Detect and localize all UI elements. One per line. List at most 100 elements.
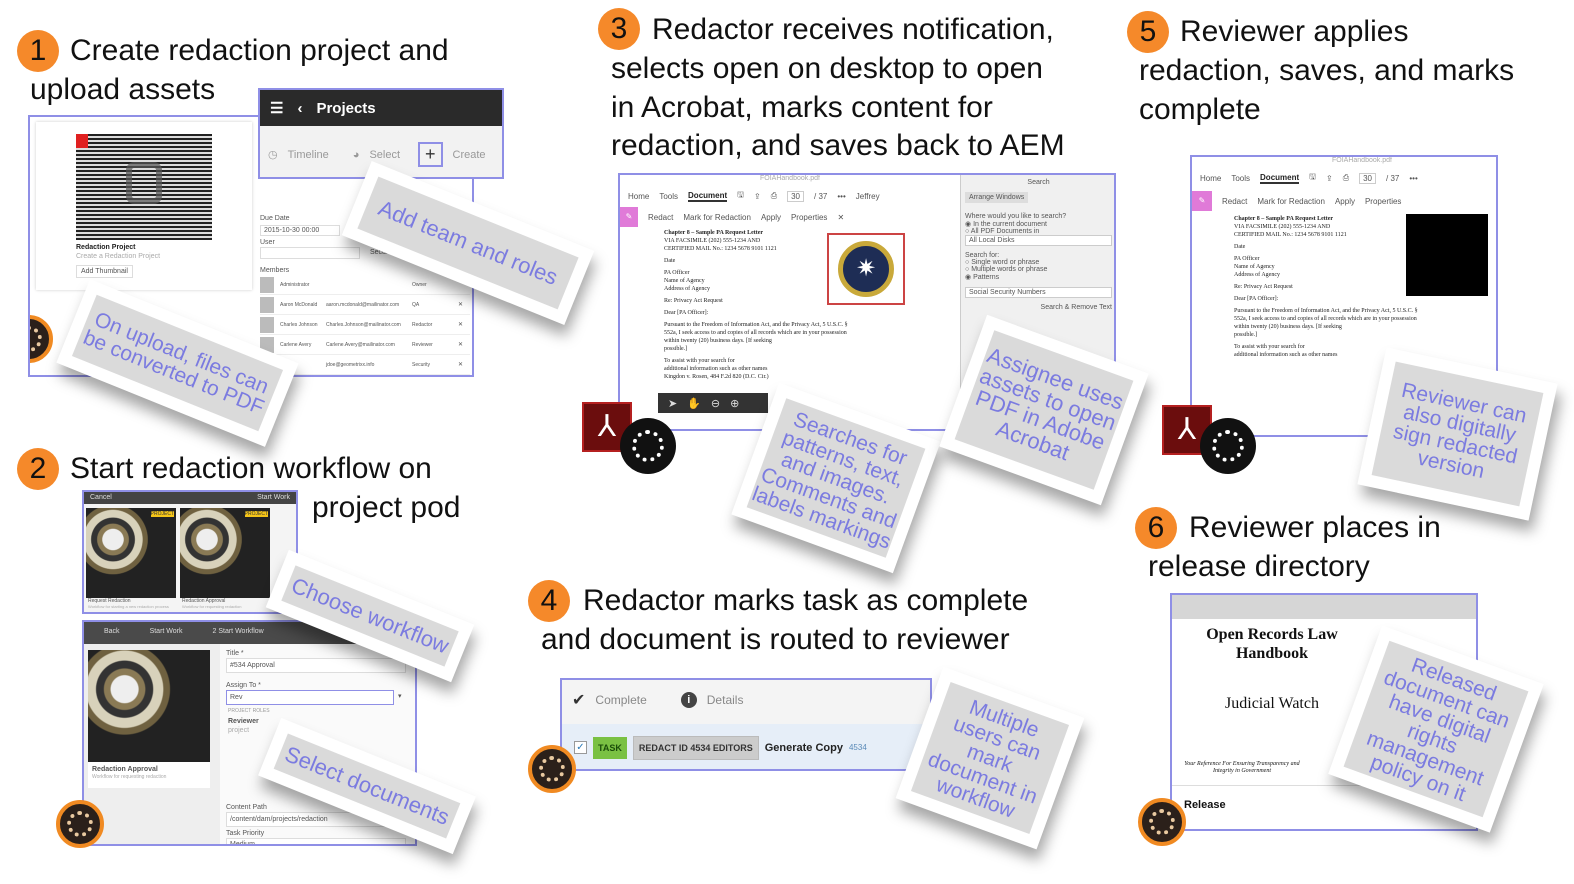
user-name[interactable]: Jeffrey	[855, 191, 880, 201]
search-remove-button[interactable]: Search & Remove Text	[1040, 304, 1112, 311]
remove-member-icon[interactable]: ✕	[458, 362, 464, 368]
seal-star-icon: ✷	[838, 241, 894, 297]
complete-button[interactable]: Complete	[595, 693, 647, 707]
cancel-button[interactable]: Cancel	[90, 494, 112, 501]
save-icon[interactable]: 🖫	[1309, 172, 1316, 181]
remove-member-icon[interactable]: ✕	[458, 342, 464, 348]
radio-single-word[interactable]: ○ Single word or phrase	[965, 259, 1040, 266]
back-chevron-icon[interactable]: ‹	[297, 99, 303, 117]
tab-tools[interactable]: Tools	[659, 191, 679, 201]
workflow-card-request[interactable]: PROJECT	[86, 508, 176, 598]
user-role: Security	[370, 249, 396, 256]
pdf-text-line: Kingdon v. Rosen, 484 F.2d 820 (D.C. Cir…	[664, 374, 769, 380]
radio-all-pdf[interactable]: ○ All PDF Documents in	[965, 228, 1040, 235]
hamburger-menu-icon[interactable]: ☰	[270, 100, 284, 117]
timeline-button[interactable]: Timeline	[287, 148, 329, 161]
tab-tools[interactable]: Tools	[1231, 173, 1251, 183]
checkmark-icon[interactable]: ✔	[572, 692, 586, 709]
apply-button[interactable]: Apply	[760, 212, 781, 222]
properties-button[interactable]: Properties	[790, 212, 828, 222]
avatar	[260, 276, 274, 293]
page-total: / 37	[814, 191, 828, 201]
print-icon[interactable]: ⎙	[1342, 173, 1350, 182]
select-icon[interactable]: ◕	[352, 148, 360, 161]
task-list: ✔ Complete i Details ✓ TASK REDACT ID 4534…	[560, 678, 932, 771]
create-plus-icon[interactable]: +	[418, 142, 443, 167]
zoom-out-icon[interactable]: ⊖	[710, 397, 721, 410]
member-name: Carlene Avery	[280, 341, 312, 348]
more-icon[interactable]: •••	[1409, 173, 1418, 183]
tab-document[interactable]: Document	[1260, 172, 1300, 184]
upload-icon[interactable]: ⇪	[753, 191, 761, 201]
project-card[interactable]: Redaction Project Create a Redaction Pro…	[36, 122, 252, 290]
acrobat-logo-icon: ⅄	[582, 402, 632, 452]
role-option[interactable]: Reviewer	[228, 718, 259, 725]
avatar	[260, 316, 274, 333]
location-select[interactable]: All Local Disks	[965, 235, 1112, 246]
step-3-title-line3: in Acrobat, marks content for	[611, 91, 993, 124]
tab-home[interactable]: Home	[1200, 173, 1222, 183]
pdf-text-line: within twenty (20) business days. [If se…	[664, 338, 772, 344]
zoom-in-icon[interactable]: ⊕	[730, 397, 740, 410]
upload-icon[interactable]: ⇪	[1325, 173, 1333, 183]
pdf-text-line: Name of Agency	[1234, 264, 1275, 270]
workflow-card-approval[interactable]: PROJECT	[180, 508, 270, 598]
mark-for-redaction-button[interactable]: Mark for Redaction	[1257, 196, 1325, 206]
radio-multiple-words[interactable]: ○ Multiple words or phrase	[965, 266, 1048, 273]
radio-current-document[interactable]: ◉ In the current document	[965, 221, 1047, 228]
assign-to-input[interactable]: Rev	[226, 690, 394, 705]
create-button[interactable]: Create	[452, 148, 486, 161]
apply-button[interactable]: Apply	[1334, 196, 1355, 206]
redact-tool-icon[interactable]: ✎	[620, 207, 638, 227]
tab-home[interactable]: Home	[628, 191, 650, 201]
pdf-text-line: Address of Agency	[664, 286, 710, 292]
release-folder-label: Release	[1184, 799, 1226, 811]
dropdown-caret-icon[interactable]: ▾	[398, 693, 402, 700]
hand-icon[interactable]: ✋	[687, 397, 701, 410]
redact-menu[interactable]: Redact	[648, 212, 674, 222]
pointer-icon[interactable]: ➤	[668, 397, 678, 410]
aem-logo-icon	[1138, 798, 1186, 846]
workflow-card-sub: Workflow for requesting redaction	[182, 604, 242, 609]
user-select[interactable]	[260, 247, 360, 259]
step-4-title-line1: Redactor marks task as complete	[583, 584, 1029, 617]
task-row[interactable]: ✓ TASK REDACT ID 4534 EDITORS Generate C…	[562, 724, 930, 769]
pattern-select[interactable]: Social Security Numbers	[965, 287, 1112, 298]
redact-tool-icon[interactable]: ✎	[1192, 191, 1212, 211]
redact-menu[interactable]: Redact	[1222, 196, 1248, 206]
remove-member-icon[interactable]: ✕	[458, 302, 464, 308]
save-icon[interactable]: 🖫	[737, 190, 744, 199]
back-button[interactable]: Back	[104, 628, 120, 635]
close-icon[interactable]: ✕	[837, 212, 845, 222]
details-button[interactable]: Details	[706, 693, 744, 707]
page-number-input[interactable]: 30	[787, 190, 804, 202]
more-icon[interactable]: •••	[837, 191, 846, 201]
title-input[interactable]: #534 Approval	[226, 658, 406, 673]
radio-patterns[interactable]: ◉ Patterns	[965, 274, 1000, 281]
workflow-card-sub: Workflow for starting a new redaction pr…	[88, 604, 169, 609]
step-5-title-line2: redaction, saves, and marks	[1139, 54, 1515, 87]
mark-for-redaction-button[interactable]: Mark for Redaction	[683, 212, 751, 222]
add-thumbnail-button[interactable]: Add Thumbnail	[76, 265, 133, 278]
tab-document[interactable]: Document	[688, 190, 728, 202]
print-icon[interactable]: ⎙	[770, 191, 778, 200]
info-icon[interactable]: i	[680, 692, 697, 708]
task-checkbox[interactable]: ✓	[574, 741, 587, 754]
select-button[interactable]: Select	[369, 148, 401, 161]
page-number-input[interactable]: 30	[1359, 172, 1376, 184]
properties-button[interactable]: Properties	[1364, 196, 1402, 206]
task-name[interactable]: Generate Copy	[764, 741, 843, 754]
pdf-text-line: Pursuant to the Freedom of Information A…	[664, 322, 848, 328]
due-date-input[interactable]: 2015-10-30 00:00	[260, 225, 340, 236]
priority-select[interactable]: Medium	[226, 838, 406, 844]
remove-member-icon[interactable]: ✕	[458, 322, 464, 328]
start-work-button[interactable]: Start Work	[257, 494, 290, 501]
pdf-text-line: CERTIFIED MAIL No.: 1234 5678 9101 1121	[664, 246, 777, 252]
timeline-icon[interactable]: ◷	[268, 149, 278, 161]
arrange-windows-button[interactable]: Arrange Windows	[965, 192, 1029, 203]
